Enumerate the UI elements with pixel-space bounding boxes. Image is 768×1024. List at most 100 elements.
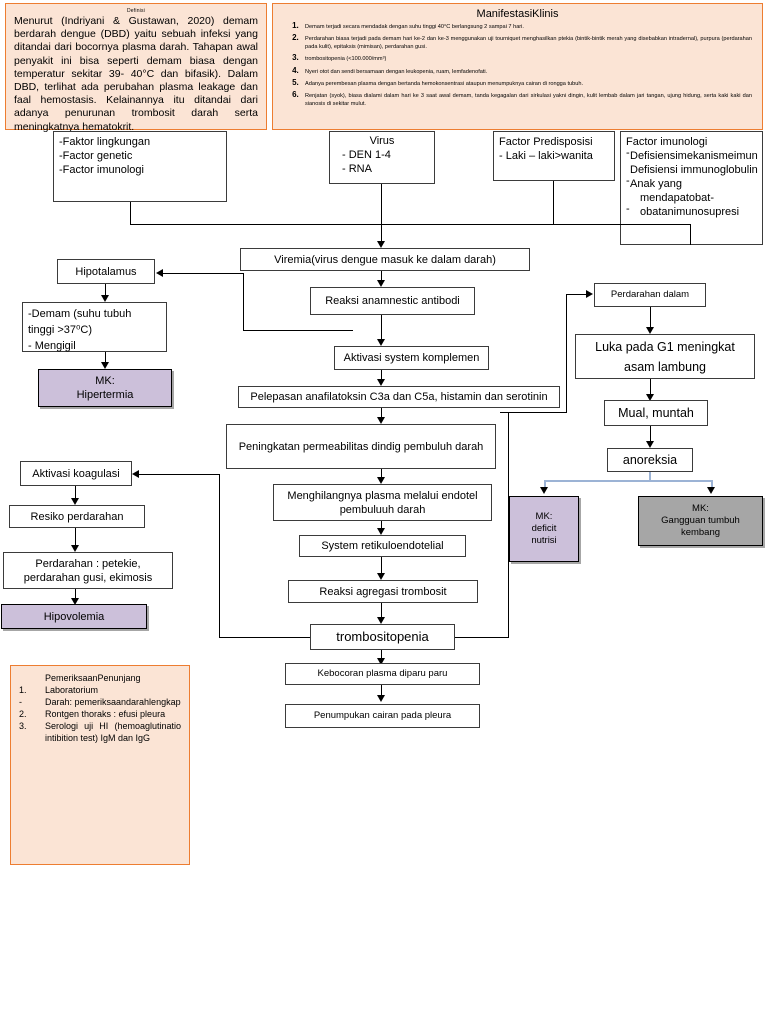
connector-trombo-right-vertical bbox=[508, 412, 510, 638]
arrow-down-icon bbox=[377, 379, 385, 386]
connector-plasma-down bbox=[381, 521, 383, 530]
connector-koagulasi-down bbox=[75, 486, 77, 500]
definisi-box: Definisi Menurut (Indriyani & Gustawan, … bbox=[5, 3, 267, 133]
factor-imunologi-item: Defisiensimekanismeimun bbox=[630, 150, 758, 162]
arrow-down-icon bbox=[377, 417, 385, 424]
definisi-title: Definisi bbox=[127, 8, 145, 14]
node-mk-hipertermia: MK: Hipertermia bbox=[38, 369, 172, 407]
node-viremia: Viremia(virus dengue masuk ke dalam dara… bbox=[240, 248, 530, 271]
node-trombositopenia: trombositopenia bbox=[310, 624, 455, 650]
arrow-down-icon bbox=[377, 658, 385, 665]
connector-petekie-down bbox=[75, 589, 77, 600]
penunjang-content: PemeriksaanPenunjang 1. Laboratorium - D… bbox=[19, 672, 181, 744]
connector-etiologi-down bbox=[130, 202, 132, 224]
node-pelepasan-anafilatoksin: Pelepasan anafilatoksin C3a dan C5a, his… bbox=[238, 386, 560, 408]
bullet-dash-icon: - bbox=[626, 203, 630, 215]
arrow-right-icon bbox=[586, 290, 593, 298]
arrow-down-icon bbox=[377, 695, 385, 702]
connector-feedback-top bbox=[162, 273, 244, 275]
node-resiko-perdarahan: Resiko perdarahan bbox=[9, 505, 145, 528]
manifestasi-item: Perdarahan biasa terjadi pada demam hari… bbox=[301, 34, 752, 51]
node-factor-imunologi-title: Factor imunologi bbox=[626, 136, 708, 148]
penunjang-row: 3. Serologi uji HI (hemoaglutinatio inti… bbox=[19, 720, 181, 744]
connector-bus-to-viremia bbox=[381, 224, 383, 243]
factor-imunologi-list: Defisiensimekanismeimun Defisiensi immun… bbox=[626, 149, 758, 219]
connector-feedback-bottom bbox=[243, 330, 353, 332]
penunjang-row: 2. Rontgen thoraks : efusi pleura bbox=[19, 708, 181, 720]
node-mk-gangguan-tumbuh-kembang: MK: Gangguan tumbuh kembang bbox=[638, 496, 763, 546]
arrow-down-icon bbox=[71, 545, 79, 552]
node-menghilangnya-plasma: Menghilangnya plasma melalui endotel pem… bbox=[273, 484, 492, 521]
factor-imunologi-item: Defisiensi immunoglobulin bbox=[630, 164, 758, 176]
node-luka-g1: Luka pada G1 meningkat asam lambung bbox=[575, 334, 755, 379]
connector-trombo-down bbox=[381, 650, 383, 660]
connector-anafilatoksin-down bbox=[381, 408, 383, 419]
manifestasi-item: Renjatan (syok), biasa dialami dalam har… bbox=[301, 91, 752, 108]
node-mk-deficit-nutrisi: MK: deficit nutrisi bbox=[509, 496, 579, 562]
connector-viremia-down bbox=[381, 271, 383, 281]
connector-perdarahan-dalam-down bbox=[650, 307, 652, 329]
arrow-down-icon bbox=[377, 573, 385, 580]
connector-to-koagulasi bbox=[139, 474, 220, 476]
node-virus-title: Virus bbox=[369, 135, 395, 147]
pemeriksaan-penunjang-box: PemeriksaanPenunjang 1. Laboratorium - D… bbox=[10, 665, 190, 865]
node-aktivasi-komplemen: Aktivasi system komplemen bbox=[334, 346, 489, 370]
arrow-down-icon bbox=[540, 487, 548, 494]
node-virus: Virus - DEN 1-4 - RNA bbox=[329, 131, 435, 184]
connector-anoreksia-blue-down bbox=[649, 472, 651, 481]
node-perdarahan-petekie: Perdarahan : petekie, perdarahan gusi, e… bbox=[3, 552, 173, 589]
connector-resiko-down bbox=[75, 528, 77, 547]
arrow-down-icon bbox=[377, 280, 385, 287]
penunjang-title: PemeriksaanPenunjang bbox=[45, 673, 141, 683]
manifestasi-item: trombositopenia (<100.000/mm³) bbox=[301, 54, 752, 63]
connector-hipotalamus-down bbox=[105, 284, 107, 297]
penunjang-row: 1. Laboratorium bbox=[19, 684, 181, 696]
node-perdarahan-dalam: Perdarahan dalam bbox=[594, 283, 706, 307]
bullet-dash-icon: - bbox=[626, 147, 630, 159]
connector-demam-down bbox=[105, 352, 107, 364]
node-kebocoran-plasma: Kebocoran plasma diparu paru bbox=[285, 663, 480, 685]
node-virus-items: - DEN 1-4 - RNA bbox=[342, 149, 391, 175]
manifestasi-item: Adanya perembesan plasma dengan bertanda… bbox=[301, 79, 752, 88]
arrow-down-icon bbox=[71, 498, 79, 505]
manifestasi-item: Demam terjadi secara mendadak dengan suh… bbox=[301, 22, 752, 31]
manifestasi-item: Nyeri otot dan sendi bersamaan dengan le… bbox=[301, 67, 752, 76]
manifestasi-list: Demam terjadi secara mendadak dengan suh… bbox=[279, 22, 756, 108]
penunjang-row-number: - bbox=[19, 697, 22, 707]
node-hipotalamus: Hipotalamus bbox=[57, 259, 155, 284]
node-peningkatan-permeabilitas: Peningkatan permeabilitas dindig pembulu… bbox=[226, 424, 496, 469]
connector-anafilatoksin-up bbox=[566, 294, 568, 413]
connector-anafilatoksin-right bbox=[500, 412, 567, 414]
node-reaksi-agregasi: Reaksi agregasi trombosit bbox=[288, 580, 478, 603]
manifestasi-title: ManifestasiKlinis bbox=[476, 8, 559, 20]
connector-komplemen-down bbox=[381, 370, 383, 381]
connector-feedback-vertical bbox=[243, 273, 245, 331]
node-anoreksia: anoreksia bbox=[607, 448, 693, 472]
node-aktivasi-koagulasi: Aktivasi koagulasi bbox=[20, 461, 132, 486]
arrow-down-icon bbox=[646, 441, 654, 448]
node-demam: -Demam (suhu tubuh tinggi >37⁰C) - Mengi… bbox=[22, 302, 167, 352]
connector-virus-down bbox=[381, 184, 383, 224]
penunjang-row-text: Darah: pemeriksaandarahlengkap bbox=[45, 697, 181, 707]
arrow-down-icon bbox=[377, 617, 385, 624]
arrow-left-icon bbox=[132, 470, 139, 478]
connector-trombo-right bbox=[455, 637, 509, 639]
arrow-down-icon bbox=[377, 528, 385, 535]
penunjang-row-number: 3. bbox=[19, 721, 27, 731]
connector-retikulo-down bbox=[381, 557, 383, 575]
factor-imunologi-item: Anak yang mendapatobat-obatanimunosupres… bbox=[630, 178, 740, 218]
connector-anoreksia-blue-bus bbox=[544, 480, 712, 482]
node-penumpukan-cairan: Penumpukan cairan pada pleura bbox=[285, 704, 480, 728]
bullet-dash-icon: - bbox=[626, 175, 630, 187]
penunjang-row-text: Rontgen thoraks : efusi pleura bbox=[45, 709, 166, 719]
penunjang-row-number: 2. bbox=[19, 709, 27, 719]
connector-into-perdarahan-dalam bbox=[566, 294, 588, 296]
arrow-down-icon bbox=[101, 362, 109, 369]
node-system-retikuloendotelial: System retikuloendotelial bbox=[299, 535, 466, 557]
connector-blue-left-drop bbox=[544, 480, 546, 489]
arrow-down-icon bbox=[707, 487, 715, 494]
node-factor-predisposisi: Factor Predisposisi - Laki – laki>wanita bbox=[493, 131, 615, 181]
connector-predisposisi-down bbox=[553, 181, 555, 224]
connector-luka-down bbox=[650, 379, 652, 396]
